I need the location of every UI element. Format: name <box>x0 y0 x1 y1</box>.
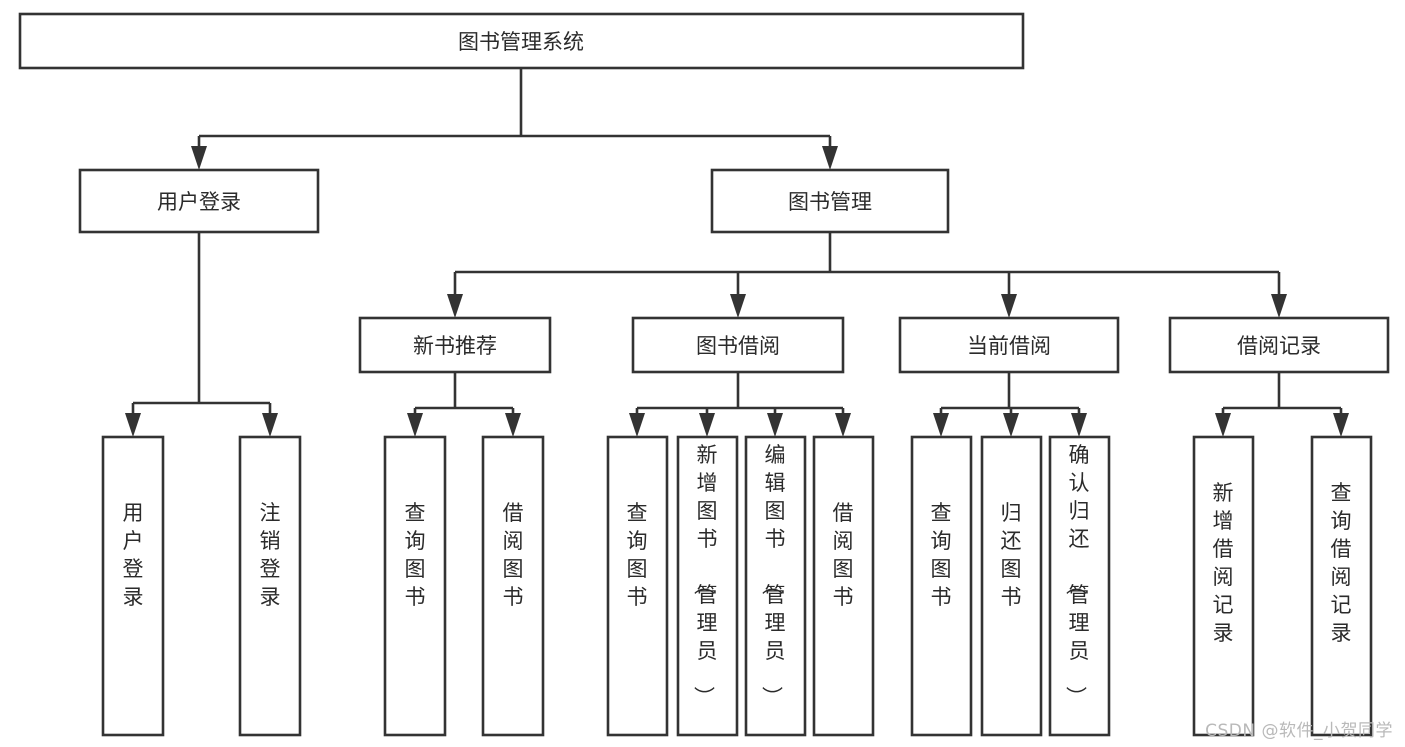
leaf-confirm-return-admin[interactable]: 确认归还（管理员） <box>1048 435 1111 737</box>
leaf-query-borrow-record-box[interactable] <box>1310 435 1373 737</box>
node-root[interactable]: 图书管理系统 <box>18 12 1025 70</box>
leaf-borrow-book-rec-label: 借阅图书 <box>503 501 524 609</box>
leaf-logout-label: 注销登录 <box>260 501 281 609</box>
arrowhead-new-rec-to-leaf1 <box>407 413 423 437</box>
arrowhead-current-to-leaf3 <box>1071 413 1087 437</box>
arrowhead-root-to-user-login <box>191 146 207 170</box>
arrowhead-current-to-leaf2 <box>1003 413 1019 437</box>
arrowhead-current-to-leaf1 <box>933 413 949 437</box>
leaf-return-book-label: 归还图书 <box>1001 501 1022 609</box>
node-new-book-recommend[interactable]: 新书推荐 <box>358 316 552 374</box>
node-borrow-records-box[interactable] <box>1168 316 1390 374</box>
leaf-add-book-admin-label: 新增图书（管理员） <box>692 443 718 707</box>
leaf-query-book-borrow[interactable]: 查询图书 <box>606 435 669 737</box>
node-new-book-recommend-box[interactable] <box>358 316 552 374</box>
leaf-logout-box[interactable] <box>238 435 302 737</box>
node-current-borrow-label: 当前借阅 <box>967 334 1051 358</box>
leaf-edit-book-admin[interactable]: 编辑图书（管理员） <box>744 435 807 737</box>
leaf-add-borrow-record-label: 新增借阅记录 <box>1213 481 1234 645</box>
leaf-borrow-book-box[interactable] <box>812 435 875 737</box>
node-borrow-records[interactable]: 借阅记录 <box>1168 316 1390 374</box>
leaf-return-book[interactable]: 归还图书 <box>980 435 1043 737</box>
arrowhead-user-login-to-leaf1 <box>125 413 141 437</box>
leaf-user-login[interactable]: 用户登录 <box>101 435 165 737</box>
leaf-add-book-admin-box[interactable] <box>676 435 739 737</box>
arrowhead-records-to-leaf1 <box>1215 413 1231 437</box>
node-current-borrow-box[interactable] <box>898 316 1120 374</box>
leaf-borrow-book-rec[interactable]: 借阅图书 <box>481 435 545 737</box>
arrowhead-book-mgmt-to-borrow <box>730 294 746 318</box>
leaf-query-borrow-record[interactable]: 查询借阅记录 <box>1310 435 1373 737</box>
arrowhead-root-to-book-mgmt <box>822 146 838 170</box>
leaf-add-borrow-record-box[interactable] <box>1192 435 1255 737</box>
node-book-management-box[interactable] <box>710 168 950 234</box>
leaf-edit-book-admin-label: 编辑图书（管理员） <box>760 443 786 707</box>
leaf-query-book-rec[interactable]: 查询图书 <box>383 435 447 737</box>
leaf-query-book-rec-label: 查询图书 <box>405 501 426 609</box>
leaf-user-login-label: 用户登录 <box>123 501 144 609</box>
node-book-borrow-box[interactable] <box>631 316 845 374</box>
leaf-add-book-admin[interactable]: 新增图书（管理员） <box>676 435 739 737</box>
arrowhead-book-mgmt-to-new-rec <box>447 294 463 318</box>
arrowhead-user-login-to-leaf2 <box>262 413 278 437</box>
node-user-login-box[interactable] <box>78 168 320 234</box>
arrowhead-borrow-to-leaf4 <box>835 413 851 437</box>
node-user-login-label: 用户登录 <box>157 190 241 214</box>
node-root-box[interactable] <box>18 12 1025 70</box>
node-book-management[interactable]: 图书管理 <box>710 168 950 234</box>
node-root-label: 图书管理系统 <box>458 30 584 54</box>
node-new-book-recommend-label: 新书推荐 <box>413 334 497 358</box>
arrowhead-book-mgmt-to-records <box>1271 294 1287 318</box>
leaf-query-book-borrow-box[interactable] <box>606 435 669 737</box>
arrowhead-book-mgmt-to-current <box>1001 294 1017 318</box>
leaf-logout[interactable]: 注销登录 <box>238 435 302 737</box>
arrowhead-borrow-to-leaf2 <box>699 413 715 437</box>
node-current-borrow[interactable]: 当前借阅 <box>898 316 1120 374</box>
leaf-query-book-current[interactable]: 查询图书 <box>910 435 973 737</box>
leaf-query-book-borrow-label: 查询图书 <box>627 501 648 609</box>
leaf-query-book-current-label: 查询图书 <box>931 501 952 609</box>
csdn-watermark: CSDN @软件_小贺同学 <box>1205 721 1393 741</box>
node-user-login[interactable]: 用户登录 <box>78 168 320 234</box>
node-borrow-records-label: 借阅记录 <box>1237 334 1321 358</box>
arrowhead-borrow-to-leaf3 <box>767 413 783 437</box>
leaf-query-book-rec-box[interactable] <box>383 435 447 737</box>
leaf-edit-book-admin-box[interactable] <box>744 435 807 737</box>
leaf-add-borrow-record[interactable]: 新增借阅记录 <box>1192 435 1255 737</box>
leaf-query-borrow-record-label: 查询借阅记录 <box>1331 481 1352 645</box>
arrowhead-records-to-leaf2 <box>1333 413 1349 437</box>
connector-layer <box>125 68 1349 437</box>
node-book-borrow[interactable]: 图书借阅 <box>631 316 845 374</box>
node-book-borrow-label: 图书借阅 <box>696 334 780 358</box>
leaf-user-login-box[interactable] <box>101 435 165 737</box>
leaf-query-book-current-box[interactable] <box>910 435 973 737</box>
leaf-borrow-book[interactable]: 借阅图书 <box>812 435 875 737</box>
leaf-return-book-box[interactable] <box>980 435 1043 737</box>
arrowhead-new-rec-to-leaf2 <box>505 413 521 437</box>
leaf-confirm-return-admin-label: 确认归还（管理员） <box>1064 443 1090 707</box>
node-book-management-label: 图书管理 <box>788 190 872 214</box>
leaf-borrow-book-rec-box[interactable] <box>481 435 545 737</box>
arrowhead-borrow-to-leaf1 <box>629 413 645 437</box>
leaf-borrow-book-label: 借阅图书 <box>833 501 854 609</box>
leaf-confirm-return-admin-box[interactable] <box>1048 435 1111 737</box>
